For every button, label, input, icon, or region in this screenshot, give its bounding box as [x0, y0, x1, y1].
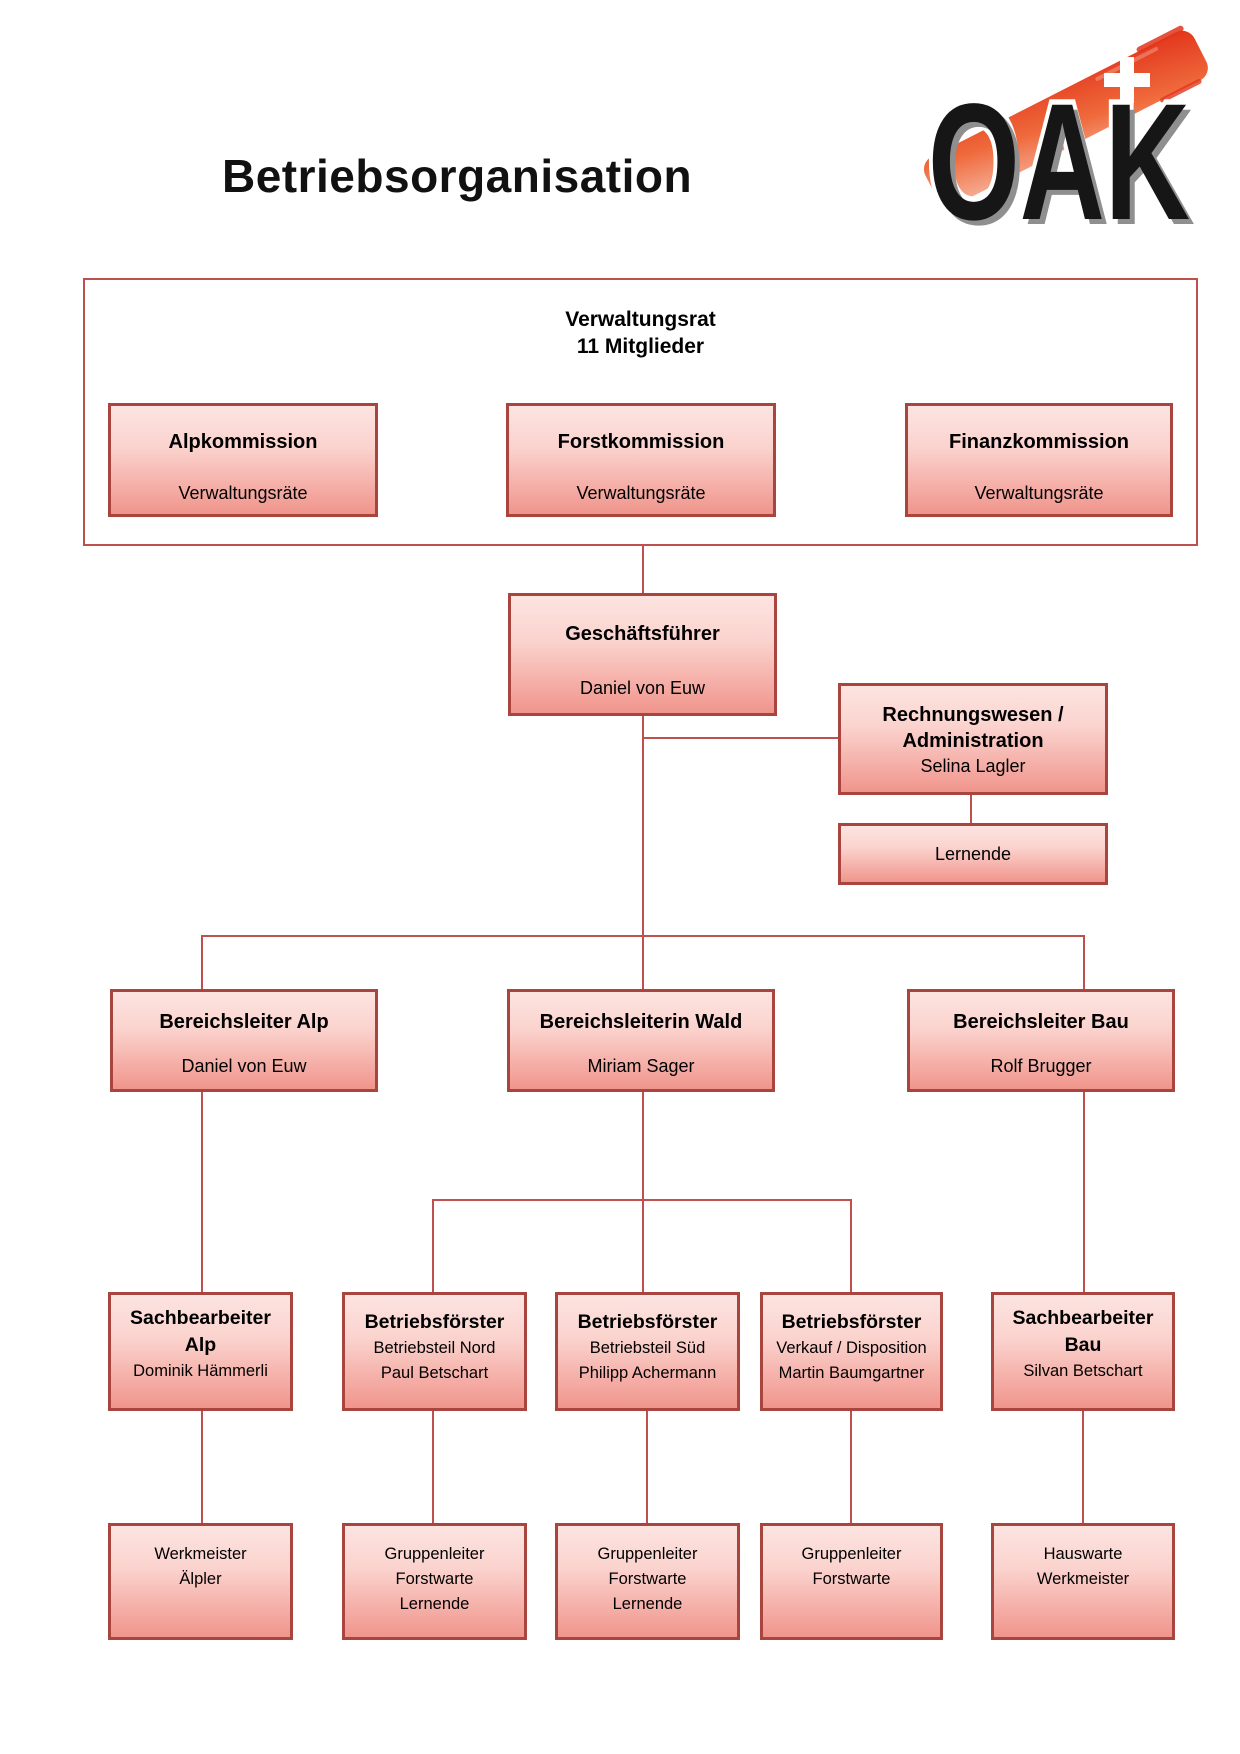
team-line: Gruppenleiter [384, 1545, 485, 1563]
page-title: Betriebsorganisation [222, 149, 693, 202]
division-name: Daniel von Euw [181, 1056, 307, 1076]
committee-title: Alpkommission [168, 431, 318, 453]
team-line: Hauswarte [1043, 1545, 1123, 1563]
connector-line [970, 795, 972, 823]
division-title: Bereichsleiter Alp [159, 1011, 329, 1033]
staff-detail: Silvan Betschart [1023, 1362, 1143, 1380]
board-title: Verwaltungsrat 11 Mitglieder [85, 306, 1196, 360]
staff-title: Alp [184, 1334, 217, 1356]
board-title-line: Verwaltungsrat [565, 308, 716, 331]
staff-detail: Verkauf / Disposition [776, 1339, 927, 1357]
team-line: Forstwarte [608, 1570, 687, 1588]
committee-title: Forstkommission [557, 431, 725, 453]
ceo-box: Geschäftsführer Daniel von Euw [508, 593, 777, 716]
admin-title-line2: Administration [902, 730, 1044, 752]
connector-line [646, 1411, 648, 1523]
committee-box-forst: Forstkommission Verwaltungsräte [506, 403, 776, 517]
staff-title: Betriebsförster [364, 1311, 505, 1333]
admin-box: Rechnungswesen / Administration Selina L… [838, 683, 1108, 795]
svg-text:OAK: OAK [933, 75, 1195, 237]
team-line: Lernende [399, 1595, 470, 1613]
svg-text:OAK: OAK [928, 70, 1190, 237]
committee-members: Verwaltungsräte [178, 483, 308, 503]
swiss-cross-icon [1104, 57, 1150, 103]
team-line: Gruppenleiter [801, 1545, 902, 1563]
division-name: Miriam Sager [587, 1056, 695, 1076]
staff-title: Bau [1064, 1334, 1102, 1356]
ceo-name: Daniel von Euw [579, 678, 706, 698]
oak-logo: OAK OAK OAK [923, 25, 1208, 238]
logo-text: OAK OAK OAK [923, 65, 1196, 238]
team-line: Forstwarte [395, 1570, 474, 1588]
staff-detail: Dominik Hämmerli [133, 1362, 268, 1380]
apprentices-label: Lernende [934, 844, 1012, 864]
connector-line [201, 1411, 203, 1523]
connector-line [642, 936, 644, 989]
admin-title-line1: Rechnungswesen / [882, 704, 1064, 726]
admin-name: Selina Lagler [920, 756, 1026, 776]
committee-title: Finanzkommission [948, 431, 1130, 453]
connector-line [643, 737, 838, 739]
team-line: Älpler [179, 1570, 222, 1588]
connector-line [850, 1411, 852, 1523]
staff-detail: Betriebsteil Süd [589, 1339, 706, 1357]
committee-box-finanz: Finanzkommission Verwaltungsräte [905, 403, 1173, 517]
division-head-box-wald: Bereichsleiterin Wald Miriam Sager [507, 989, 775, 1092]
connector-line [432, 1200, 434, 1292]
team-line: Gruppenleiter [597, 1545, 698, 1563]
staff-title: Sachbearbeiter [130, 1307, 271, 1329]
division-title: Bereichsleiterin Wald [539, 1011, 743, 1033]
team-line: Werkmeister [1036, 1570, 1130, 1588]
team-box-forstwarte-verkauf: Gruppenleiter Forstwarte [760, 1523, 943, 1640]
staff-box-betriebsfoerster-verkauf: Betriebsförster Verkauf / Disposition Ma… [760, 1292, 943, 1411]
division-title: Bereichsleiter Bau [953, 1011, 1129, 1033]
team-line: Lernende [612, 1595, 683, 1613]
committee-box-alp: Alpkommission Verwaltungsräte [108, 403, 378, 517]
staff-title: Betriebsförster [781, 1311, 922, 1333]
ceo-title: Geschäftsführer [565, 623, 720, 645]
connector-line [201, 1092, 203, 1292]
connector-line [201, 936, 203, 989]
staff-title: Sachbearbeiter [1012, 1307, 1154, 1329]
staff-box-betriebsfoerster-sued: Betriebsförster Betriebsteil Süd Philipp… [555, 1292, 740, 1411]
connector-line [1083, 936, 1085, 989]
team-box-aelpler: Werkmeister Älpler [108, 1523, 293, 1640]
division-head-box-alp: Bereichsleiter Alp Daniel von Euw [110, 989, 378, 1092]
connector-line [642, 1092, 644, 1200]
team-box-forstwarte-nord: Gruppenleiter Forstwarte Lernende [342, 1523, 527, 1640]
connector-line [850, 1200, 852, 1292]
board-subtitle-line: 11 Mitglieder [576, 335, 705, 358]
staff-box-betriebsfoerster-nord: Betriebsförster Betriebsteil Nord Paul B… [342, 1292, 527, 1411]
team-line: Forstwarte [812, 1570, 891, 1588]
apprentices-box: Lernende [838, 823, 1108, 885]
staff-box-sachbearbeiter-bau: Sachbearbeiter Bau Silvan Betschart [991, 1292, 1175, 1411]
committee-members: Verwaltungsräte [576, 483, 706, 503]
team-box-hauswarte: Hauswarte Werkmeister [991, 1523, 1175, 1640]
connector-line [1082, 1411, 1084, 1523]
team-box-forstwarte-sued: Gruppenleiter Forstwarte Lernende [555, 1523, 740, 1640]
connector-line [642, 546, 644, 593]
connector-line [642, 716, 644, 937]
svg-text:OAK: OAK [928, 70, 1190, 237]
committee-members: Verwaltungsräte [974, 483, 1104, 503]
division-name: Rolf Brugger [990, 1056, 1092, 1076]
connector-line [432, 1411, 434, 1523]
staff-detail: Paul Betschart [380, 1364, 489, 1382]
staff-detail: Philipp Achermann [578, 1364, 717, 1382]
staff-title: Betriebsförster [577, 1311, 718, 1333]
staff-detail: Betriebsteil Nord [373, 1339, 496, 1357]
connector-line [1083, 1092, 1085, 1292]
staff-detail: Martin Baumgartner [778, 1364, 925, 1382]
team-line: Werkmeister [154, 1545, 247, 1563]
staff-box-sachbearbeiter-alp: Sachbearbeiter Alp Dominik Hämmerli [108, 1292, 293, 1411]
connector-line [642, 1200, 644, 1292]
division-head-box-bau: Bereichsleiter Bau Rolf Brugger [907, 989, 1175, 1092]
